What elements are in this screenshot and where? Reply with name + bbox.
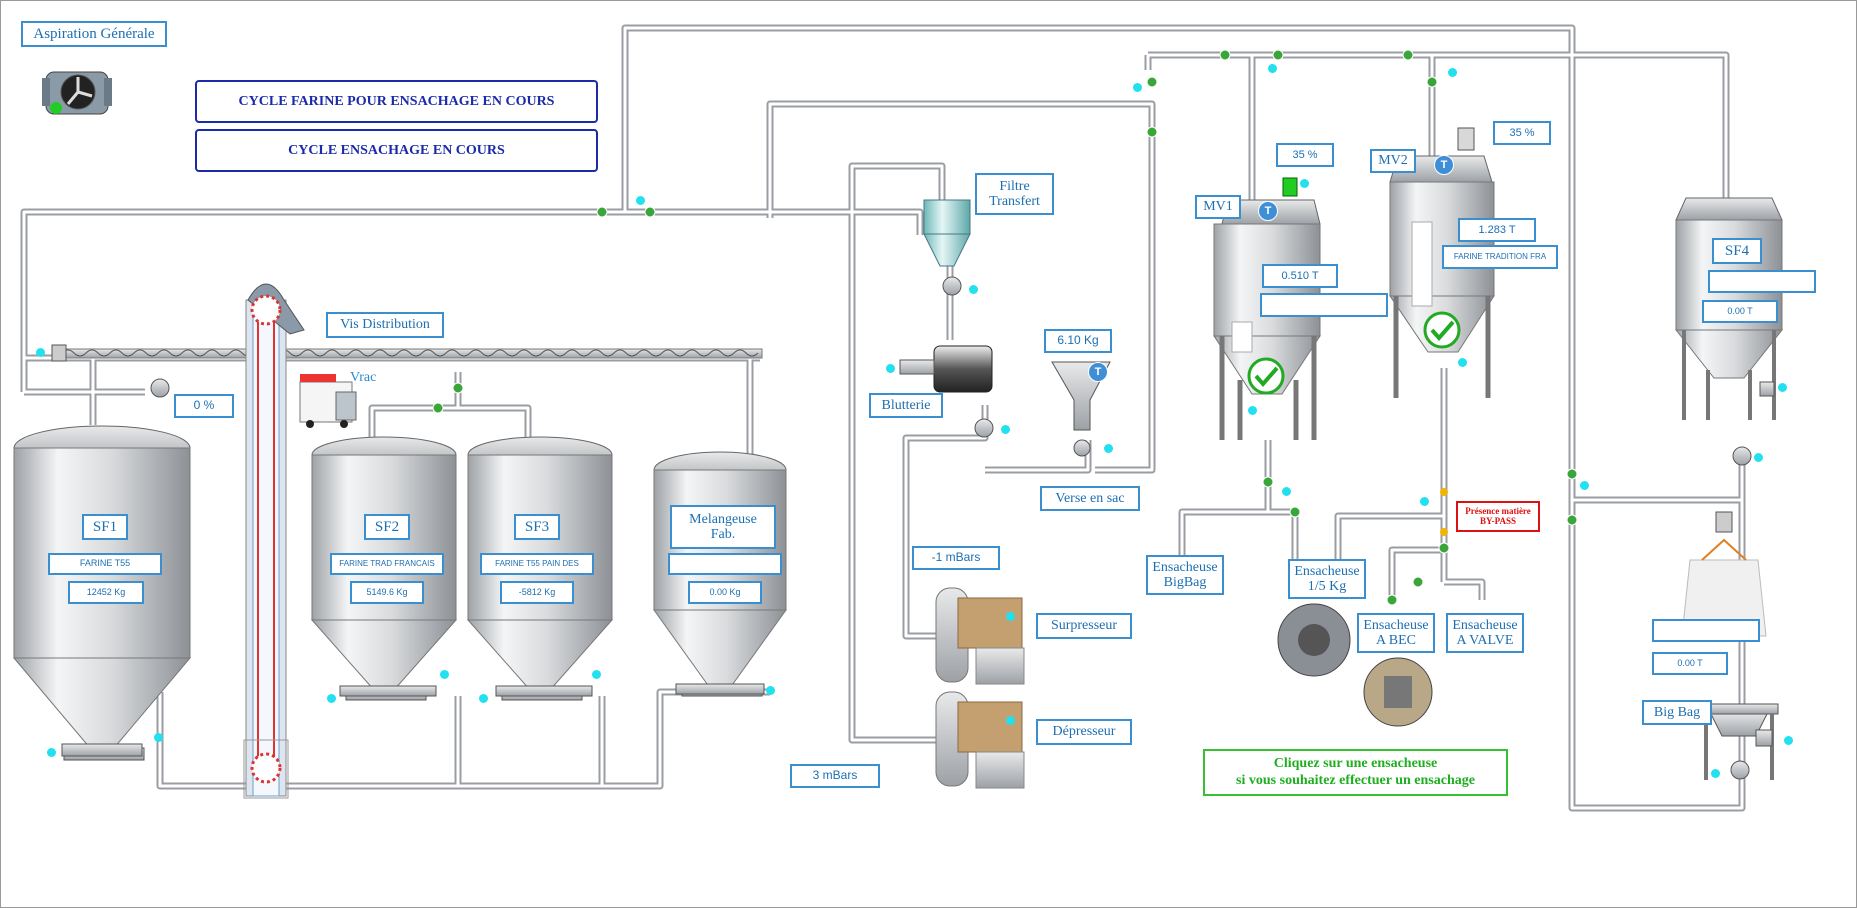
sensor-dot (327, 694, 336, 703)
sensor-dot (1300, 179, 1309, 188)
sf4-name[interactable]: SF4 (1712, 238, 1762, 264)
bigbag-product (1652, 619, 1760, 642)
sensor-dot (1448, 68, 1457, 77)
sensor-dot (886, 364, 895, 373)
pressure-top: -1 mBars (912, 546, 1000, 570)
sensor-dot (1458, 358, 1467, 367)
sf3-weight: -5812 Kg (500, 581, 574, 604)
surpresseur-label[interactable]: Surpresseur (1036, 613, 1132, 639)
bypass-alarm: Présence matière BY-PASS (1456, 501, 1540, 532)
sensor-dot (636, 196, 645, 205)
vrac-percent: 0 % (174, 394, 234, 418)
ensacheuse-bigbag-button[interactable]: Ensacheuse BigBag (1146, 555, 1224, 595)
sf1-product: FARINE T55 (48, 553, 162, 575)
bigbag-station-label[interactable]: Big Bag (1642, 700, 1712, 725)
melangeuse-weight: 0.00 Kg (688, 581, 762, 604)
sf4-product (1708, 270, 1816, 293)
ensacheuse-1-5kg-button[interactable]: Ensacheuse 1/5 Kg (1288, 559, 1366, 599)
mv1-percent: 35 % (1276, 143, 1334, 167)
sensor-dot (1778, 383, 1787, 392)
sensor-dot (1784, 736, 1793, 745)
melangeuse-name[interactable]: Melangeuse Fab. (670, 505, 776, 549)
sensor-dot (1006, 612, 1015, 621)
sensor-dot (1754, 453, 1763, 462)
sensor-dot (1268, 64, 1277, 73)
aspiration-fan-icon[interactable] (42, 64, 112, 120)
mv1-weight: 0.510 T (1262, 264, 1338, 288)
verse-sac-temperature-icon: T (1088, 362, 1108, 382)
sensor-dot (1248, 406, 1257, 415)
sensor-dot (47, 748, 56, 757)
pressure-bottom: 3 mBars (790, 764, 880, 788)
blutterie-label[interactable]: Blutterie (869, 393, 943, 418)
vrac-label[interactable]: Vrac (350, 370, 377, 385)
sensor-dot (969, 285, 978, 294)
cycle-flour-status: CYCLE FARINE POUR ENSACHAGE EN COURS (195, 80, 598, 123)
melangeuse-product (668, 553, 782, 575)
sf2-weight: 5149.6 Kg (350, 581, 424, 604)
vis-distribution-label[interactable]: Vis Distribution (326, 312, 444, 338)
sensor-dot (36, 348, 45, 357)
mv1-temperature-icon: T (1258, 201, 1278, 221)
sf4-weight: 0.00 T (1702, 300, 1778, 323)
verse-sac-weight: 6.10 Kg (1044, 329, 1112, 353)
verse-sac-label[interactable]: Verse en sac (1040, 486, 1140, 511)
sensor-dot (1001, 425, 1010, 434)
sensor-dot (1580, 481, 1589, 490)
mv2-product: FARINE TRADITION FRA (1442, 245, 1558, 269)
mv2-temperature-icon: T (1434, 155, 1454, 175)
mv2-percent: 35 % (1493, 121, 1551, 145)
sensor-dot (1104, 444, 1113, 453)
filtre-transfert-label[interactable]: Filtre Transfert (975, 173, 1054, 215)
sensor-dot (479, 694, 488, 703)
sensor-dot (592, 670, 601, 679)
sensor-dot (1282, 487, 1291, 496)
sensor-dot (440, 670, 449, 679)
bagging-hint: Cliquez sur une ensacheuse si vous souha… (1203, 749, 1508, 796)
sensor-dot (1133, 83, 1142, 92)
ensacheuse-a-bec-button[interactable]: Ensacheuse A BEC (1357, 613, 1435, 653)
sf3-name[interactable]: SF3 (514, 514, 560, 540)
ensacheuse-a-valve-button[interactable]: Ensacheuse A VALVE (1446, 613, 1524, 653)
sf3-product: FARINE T55 PAIN DES (480, 553, 594, 575)
sensor-dot (1006, 716, 1015, 725)
sf2-product: FARINE TRAD FRANCAIS (330, 553, 444, 575)
sf1-name[interactable]: SF1 (82, 514, 128, 540)
sf2-name[interactable]: SF2 (364, 514, 410, 540)
mv2-weight: 1.283 T (1458, 218, 1536, 242)
sf1-weight: 12452 Kg (68, 581, 144, 604)
bigbag-weight: 0.00 T (1652, 652, 1728, 675)
depresseur-label[interactable]: Dépresseur (1036, 719, 1132, 745)
sensor-dot (154, 733, 163, 742)
aspiration-label[interactable]: Aspiration Générale (21, 21, 167, 47)
sensor-dot (766, 686, 775, 695)
sensor-dot (1711, 769, 1720, 778)
mv2-name[interactable]: MV2 (1370, 149, 1416, 173)
mv1-name[interactable]: MV1 (1195, 195, 1241, 219)
mv1-product (1260, 293, 1388, 317)
cycle-bagging-status: CYCLE ENSACHAGE EN COURS (195, 129, 598, 172)
sensor-dot (1420, 497, 1429, 506)
